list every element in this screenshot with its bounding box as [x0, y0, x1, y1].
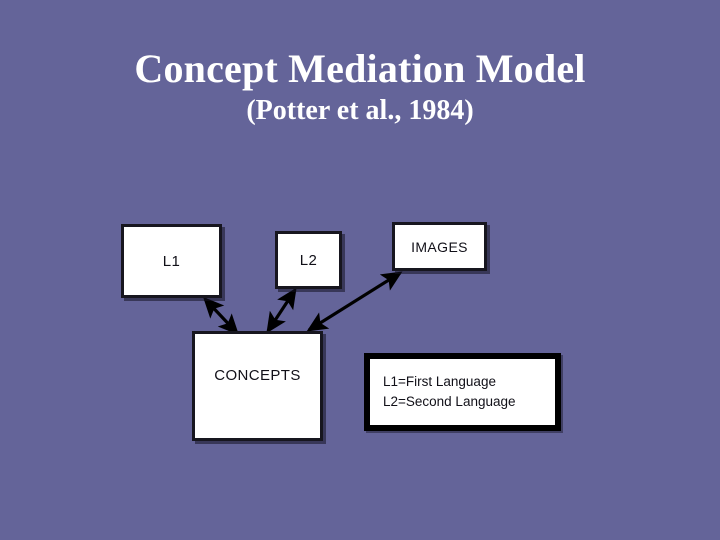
node-images-label: IMAGES [411, 238, 468, 255]
node-l1-label: L1 [162, 252, 181, 270]
edge-l2-concepts [266, 287, 297, 334]
legend-line-l2: L2=Second Language [383, 394, 516, 409]
legend-box: L1=First Language L2=Second Language [364, 353, 561, 431]
node-l1[interactable]: L1 [121, 224, 222, 298]
node-l2[interactable]: L2 [275, 231, 342, 289]
page-subtitle: (Potter et al., 1984) [246, 95, 474, 126]
page-title: Concept Mediation Model [134, 46, 586, 91]
node-concepts[interactable]: CONCEPTS [192, 331, 323, 441]
node-concepts-label: CONCEPTS [214, 367, 301, 384]
node-l2-label: L2 [299, 251, 318, 269]
title-block: Concept Mediation Model (Potter et al., … [0, 46, 720, 128]
edge-l1-concepts [203, 296, 239, 336]
node-images[interactable]: IMAGES [392, 222, 487, 271]
legend-line-l1: L1=First Language [383, 374, 496, 389]
